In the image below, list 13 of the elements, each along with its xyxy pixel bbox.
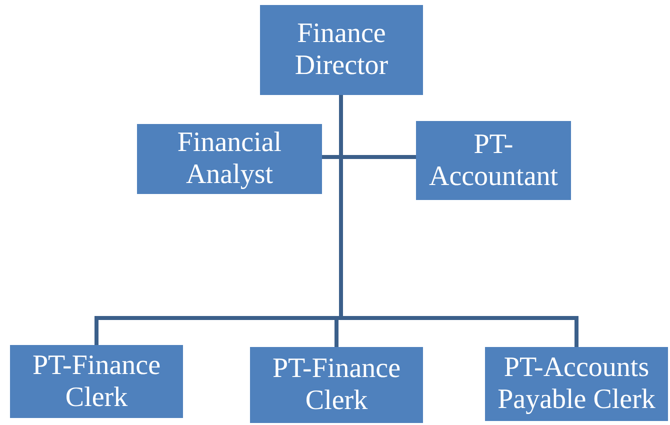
position-title: Finance Director bbox=[294, 18, 390, 82]
connector-line bbox=[339, 95, 578, 347]
position-title: PT-Accountant bbox=[428, 128, 560, 192]
position-box bbox=[10, 345, 183, 418]
position-title: Financial Analyst bbox=[176, 127, 283, 191]
position-title: PT-Accounts Payable Clerk bbox=[496, 352, 656, 416]
position-box bbox=[137, 124, 322, 194]
position-box bbox=[250, 347, 423, 423]
position-box bbox=[416, 121, 571, 200]
position-box bbox=[260, 5, 423, 95]
position-title: PT-Finance Clerk bbox=[271, 353, 402, 417]
position-title: PT-Finance Clerk bbox=[31, 350, 162, 414]
position-box bbox=[485, 347, 668, 421]
